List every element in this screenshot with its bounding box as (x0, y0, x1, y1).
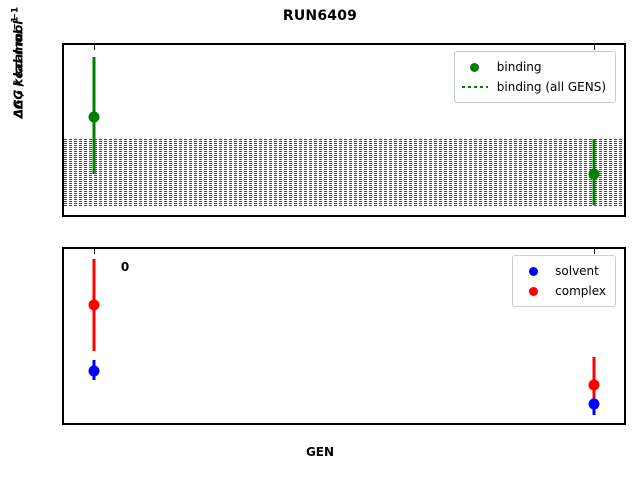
yaxis-label-bottom: ΔG / kcal mol−1 (11, 0, 26, 148)
ytick-mark: 5 (62, 300, 64, 301)
marker-solvent-gen1[interactable] (588, 398, 600, 410)
all-gens-dotted-line (64, 180, 624, 183)
all-gens-dotted-line (64, 154, 624, 157)
xtick-mark (94, 45, 95, 50)
legend-label-binding-all-gens: binding (all GENS) (496, 80, 606, 94)
all-gens-dotted-line (64, 144, 624, 147)
legend-entry-complex[interactable]: complex (520, 281, 606, 301)
all-gens-dotted-line (64, 166, 624, 169)
marker-complex-gen1[interactable] (588, 379, 600, 391)
legend-label-solvent: solvent (555, 264, 599, 278)
xaxis-label: GEN (305, 445, 335, 459)
yaxis-label-bottom-exponent: −1 (10, 16, 21, 31)
all-gens-dotted-line (64, 158, 624, 161)
all-gens-dotted-line (64, 150, 624, 153)
all-gens-dotted-line (64, 176, 624, 179)
all-gens-dotted-line (64, 148, 624, 151)
all-gens-dotted-line (64, 202, 624, 205)
all-gens-dotted-line (64, 160, 624, 163)
all-gens-dotted-line (64, 142, 624, 145)
legend-entry-solvent[interactable]: solvent (520, 261, 606, 281)
figure-title: RUN6409 (282, 8, 358, 24)
all-gens-dotted-line (64, 184, 624, 187)
ytick-mark: 3 (62, 376, 64, 377)
ytick-mark: 6 (62, 262, 64, 263)
legend-entry-binding-all-gens[interactable]: binding (all GENS) (461, 77, 606, 97)
all-gens-dotted-line (64, 164, 624, 167)
all-gens-dotted-line (64, 204, 624, 207)
legend-entry-binding[interactable]: binding (462, 57, 606, 77)
marker-complex-gen0[interactable] (88, 299, 100, 311)
all-gens-dotted-line (64, 182, 624, 185)
all-gens-dotted-line (64, 192, 624, 195)
legend-label-binding: binding (496, 60, 542, 74)
xtick-mark: 1 (594, 249, 595, 254)
legend-marker-dot-icon (520, 266, 546, 276)
all-gens-dotted-line (64, 172, 624, 175)
all-gens-dotted-line (64, 198, 624, 201)
all-gens-dotted-line (64, 146, 624, 149)
legend-solvent-complex[interactable]: solvent complex (512, 255, 616, 307)
yaxis-label-bottom-text: ΔG / kcal mol (11, 30, 26, 119)
ytick-mark: 0 (62, 197, 64, 198)
all-gens-dotted-line (64, 174, 624, 177)
xtick-mark: 0 (94, 249, 129, 273)
axes-solvent-complex-panel: solvent complex 2 3 4 5 6 0 1 (62, 247, 626, 425)
legend-marker-dot-icon (520, 286, 546, 296)
all-gens-dotted-line (64, 188, 624, 191)
all-gens-dotted-line (64, 156, 624, 159)
marker-solvent-gen0[interactable] (88, 365, 100, 377)
all-gens-dotted-line (64, 178, 624, 181)
all-gens-dotted-line (64, 138, 624, 141)
xtick-mark (594, 45, 595, 50)
ytick-mark: 2 (62, 414, 64, 415)
all-gens-dotted-line (64, 170, 624, 173)
all-gens-dotted-line (64, 190, 624, 193)
all-gens-dotted-line (64, 168, 624, 171)
ytick-mark: 1 (62, 150, 64, 151)
legend-label-complex: complex (555, 284, 606, 298)
axes-binding-panel: binding binding (all GENS) 0 1 2 3 (62, 43, 626, 217)
all-gens-dotted-line (64, 162, 624, 165)
all-gens-dotted-line (64, 140, 624, 143)
all-gens-dotted-line (64, 200, 624, 203)
legend-marker-dot-icon (462, 62, 488, 72)
all-gens-dotted-line (64, 196, 624, 199)
legend-dotted-line-icon (461, 86, 488, 88)
all-gens-dotted-line (64, 152, 624, 155)
marker-binding-gen0[interactable] (88, 111, 100, 123)
all-gens-dotted-line (64, 194, 624, 197)
ytick-mark: 4 (62, 338, 64, 339)
binding-all-gens-band (64, 138, 624, 207)
ytick-mark: 3 (62, 57, 64, 58)
xtick-label: 0 (120, 260, 130, 274)
ytick-mark: 2 (62, 104, 64, 105)
legend-binding[interactable]: binding binding (all GENS) (453, 51, 616, 103)
all-gens-dotted-line (64, 186, 624, 189)
marker-binding-gen1[interactable] (588, 168, 600, 180)
